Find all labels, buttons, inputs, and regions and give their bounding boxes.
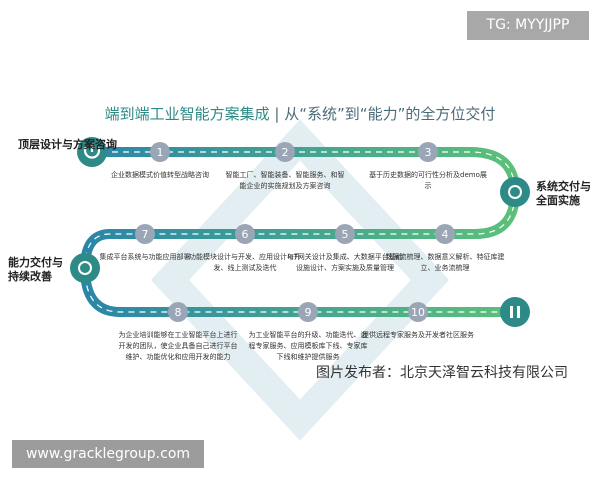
step-description: 基于历史数据的可行性分析及demo展示 (369, 171, 487, 190)
step-description: 数据流梳理、数据意义解析、特征库建立、业务流梳理 (385, 253, 505, 272)
step-node (408, 302, 428, 322)
title-sub: 从“系统”到“能力”的全方位交付 (284, 105, 496, 123)
stage-delivery-label: 系统交付与全面实施 (536, 180, 591, 207)
title-separator: | (274, 105, 280, 123)
step-description: 企业数据模式价值转型战略咨询 (111, 171, 209, 179)
step-number: 8 (175, 306, 182, 319)
refresh-icon (70, 253, 100, 283)
step-node (150, 142, 170, 162)
step-node (418, 142, 438, 162)
step-node (335, 224, 355, 244)
stage-capability-label: 能力交付与持续改善 (8, 256, 63, 283)
step-node (235, 224, 255, 244)
step-number: 10 (411, 306, 425, 319)
step-description: 提供远程专家服务及开发者社区服务 (362, 331, 474, 339)
step-node (298, 302, 318, 322)
step-description: 集成平台系统与功能应用部署 (99, 253, 191, 261)
step-number: 9 (305, 306, 312, 319)
publisher-watermark: 图片发布者：北京天泽智云科技有限公司 (316, 365, 568, 381)
step-description: IoT网关设计及集成、大数据平台基础设施设计、方案实施及质量管理 (287, 253, 403, 272)
step-number: 4 (442, 228, 449, 241)
step-description: 功能模块设计与开发、应用设计与开发、线上测试及迭代 (189, 253, 301, 272)
title-main: 端到端工业智能方案集成 (104, 105, 270, 123)
step-node (135, 224, 155, 244)
step-node (275, 142, 295, 162)
step-number: 6 (242, 228, 249, 241)
step-description: 为工业智能平台的升级、功能迭代、远程专家服务、应用模板库下线、专家库下线和维护提… (248, 331, 368, 361)
website-label: www.gracklegroup.com (12, 440, 204, 468)
track-dashes (84, 151, 516, 313)
step-number: 1 (157, 146, 164, 159)
page-title: 端到端工业智能方案集成 | 从“系统”到“能力”的全方位交付 (0, 103, 600, 124)
step-number: 3 (425, 146, 432, 159)
step-number: 2 (282, 146, 289, 159)
stage-start-label: 顶层设计与方案咨询 (18, 138, 117, 151)
pause-icon (500, 297, 530, 327)
tg-label: TG: MYYJJPP (467, 11, 589, 40)
step-node (168, 302, 188, 322)
refresh-icon (500, 177, 530, 207)
step-node (435, 224, 455, 244)
step-description: 为企业培训能够在工业智能平台上进行开发的团队，使企业具备自己进行平台维护、功能优… (118, 331, 238, 361)
step-description: 智能工厂、智能装备、智能服务、和智能企业的实施规划及方案咨询 (225, 171, 345, 190)
step-number: 5 (342, 228, 349, 241)
step-number: 7 (142, 228, 149, 241)
